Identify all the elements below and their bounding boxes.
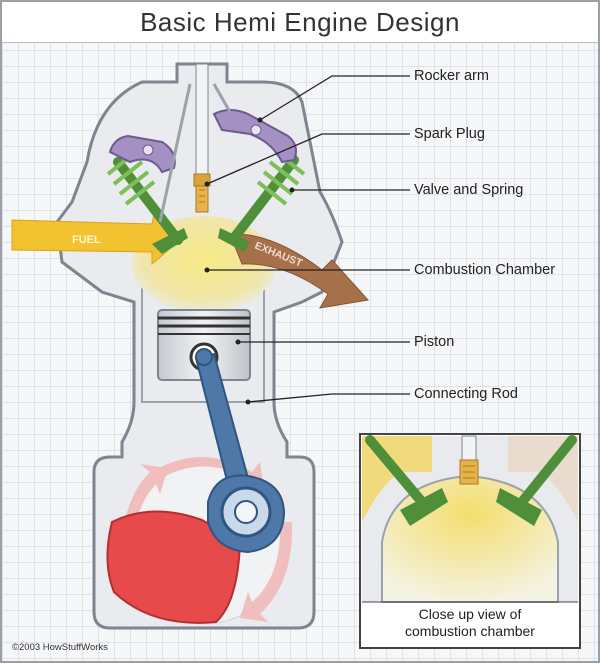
inset-caption-line2: combustion chamber bbox=[405, 623, 535, 639]
inset-caption: Close up view of combustion chamber bbox=[364, 606, 576, 640]
combustion-chamber-inset bbox=[359, 433, 581, 649]
page-title: Basic Hemi Engine Design bbox=[2, 2, 598, 43]
spark-plug bbox=[193, 63, 211, 213]
intake-valve bbox=[106, 150, 188, 254]
label-spark-plug: Spark Plug bbox=[414, 126, 485, 142]
fuel-arrow: FUEL bbox=[11, 212, 181, 266]
crank-counterweight bbox=[106, 510, 242, 624]
label-valve-and-spring: Valve and Spring bbox=[414, 182, 524, 198]
leader-lines bbox=[206, 75, 410, 403]
label-piston: Piston bbox=[414, 334, 455, 350]
piston bbox=[157, 309, 251, 381]
label-combustion-chamber: Combustion Chamber bbox=[414, 262, 556, 278]
inset-caption-line1: Close up view of bbox=[418, 606, 522, 622]
label-rocker-arm: Rocker arm bbox=[414, 68, 489, 84]
fuel-arrow-label: FUEL bbox=[72, 234, 101, 246]
connecting-rod bbox=[194, 348, 286, 554]
label-connecting-rod: Connecting Rod bbox=[414, 386, 518, 402]
rocker-arm-right bbox=[212, 109, 297, 164]
exhaust-valve bbox=[218, 150, 306, 252]
copyright-notice: ©2003 HowStuffWorks bbox=[12, 642, 108, 653]
